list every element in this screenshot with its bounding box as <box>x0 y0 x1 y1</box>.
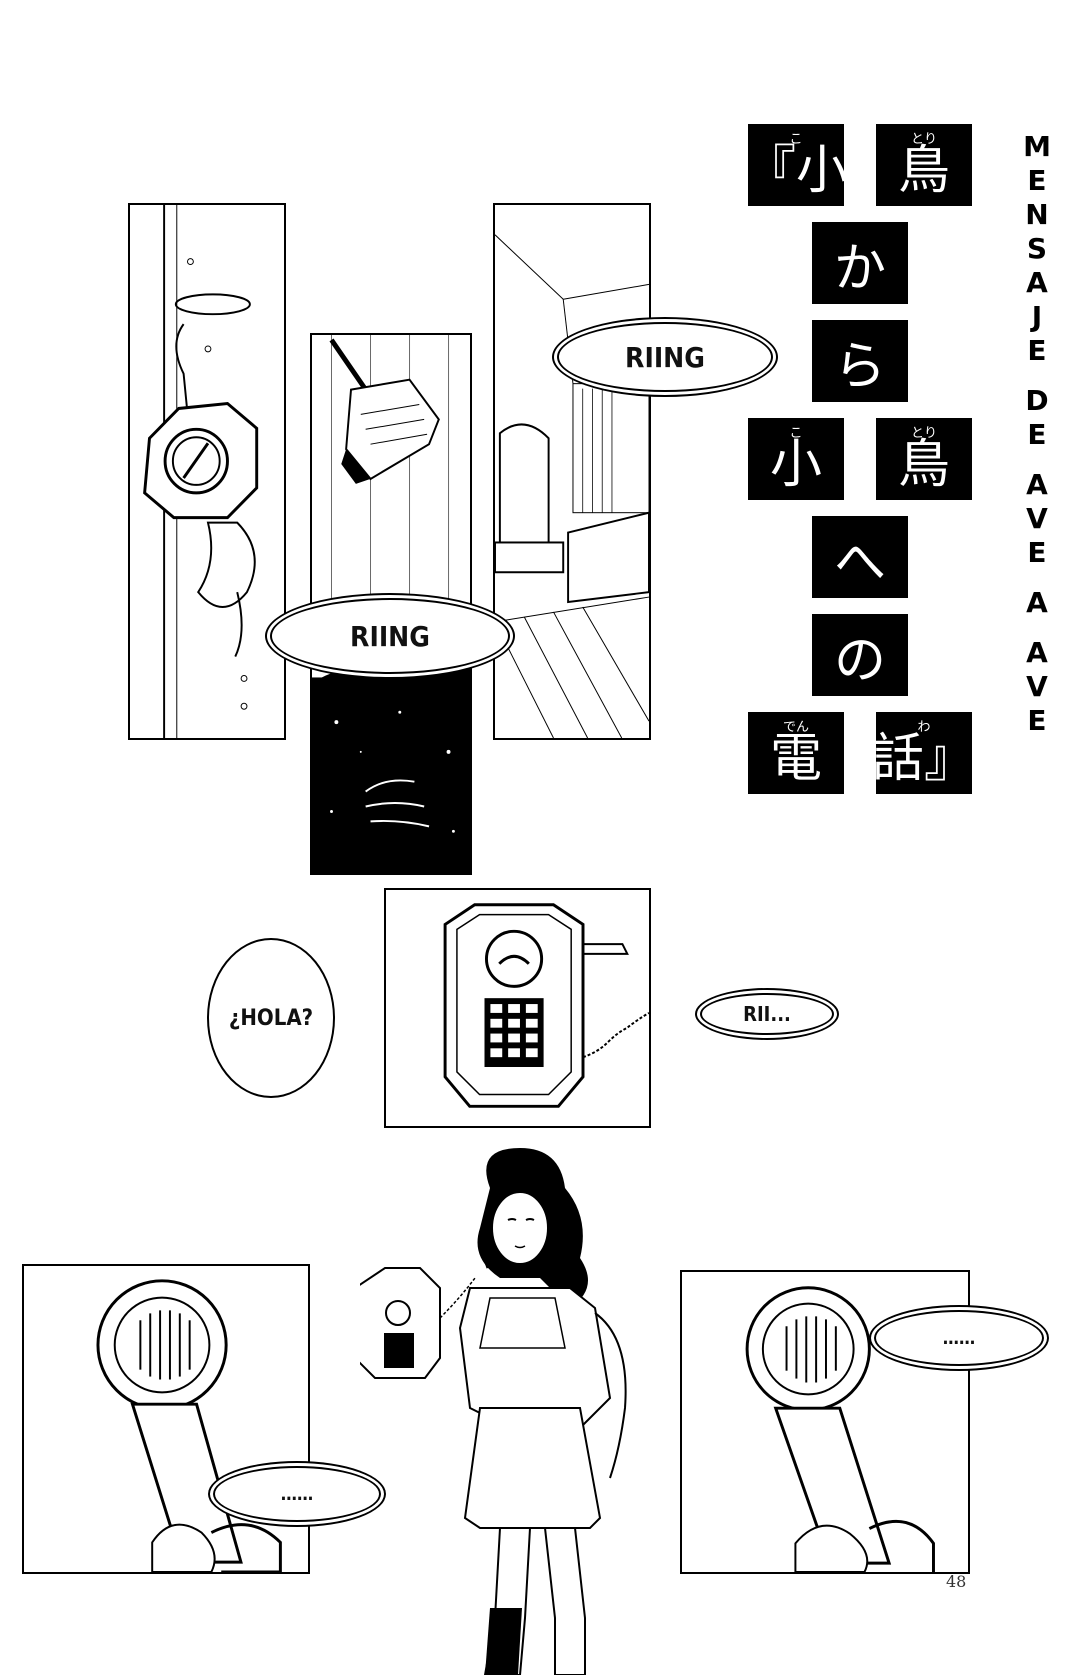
title-char-box: でん 電 <box>748 712 844 794</box>
title-letter: E <box>1027 334 1047 367</box>
title-letter: N <box>1025 198 1049 231</box>
title-char-box: とり 鳥 <box>876 418 972 500</box>
title-char-box: わ 話』 <box>872 712 976 794</box>
title-letter: M <box>1023 130 1051 163</box>
panel-antique-phone <box>384 888 651 1128</box>
title-letter: A <box>1026 468 1048 501</box>
title-char-box: ら <box>812 320 908 402</box>
title-letter: S <box>1026 232 1048 265</box>
spanish-chapter-title: MENSAJEMENSAJEDEDEAVEAVEAAAVEAVE <box>1018 130 1056 754</box>
sfx-riing-bubble-mid: RIING <box>270 598 510 674</box>
title-letter: V <box>1026 502 1048 535</box>
title-letter: E <box>1027 704 1047 737</box>
woman-on-phone-illustration <box>354 1148 680 1676</box>
title-char-box: こ 『小 <box>744 124 848 206</box>
sfx-riing-bubble-top: RIING <box>557 322 773 392</box>
title-word: AVEAVE <box>1026 636 1048 738</box>
panel-door-knob <box>128 203 286 740</box>
title-letter: A <box>1026 636 1048 669</box>
title-letter: E <box>1027 536 1047 569</box>
speech-bubble-hola: ¿HOLA? <box>207 938 335 1098</box>
speech-bubble-dots-right: …… <box>874 1310 1044 1366</box>
title-char-box: こ 小 <box>748 418 844 500</box>
panel-bedroom <box>493 203 651 740</box>
title-char-box: か <box>812 222 908 304</box>
title-letter: E <box>1027 164 1047 197</box>
title-letter: J <box>1031 300 1043 333</box>
title-letter: D <box>1025 384 1049 417</box>
title-char-box: へ <box>812 516 908 598</box>
title-letter: A <box>1026 586 1048 619</box>
title-char-box: の <box>812 614 908 696</box>
japanese-chapter-title: こ 『小 とり 鳥 か ら こ 小 とり 鳥 へ の でん 電 わ 話』 <box>744 124 988 804</box>
title-letter: V <box>1026 670 1048 703</box>
sfx-rii-bubble: RII... <box>700 993 834 1035</box>
title-char-box: とり 鳥 <box>876 124 972 206</box>
title-letter: A <box>1026 266 1048 299</box>
panel-handset-left <box>22 1264 310 1574</box>
speech-bubble-dots-left: …… <box>213 1466 381 1522</box>
title-word: DEDE <box>1025 384 1048 452</box>
title-word: MENSAJEMENSAJE <box>1023 130 1051 368</box>
title-word: AVEAVE <box>1026 468 1048 570</box>
title-letter: E <box>1027 418 1047 451</box>
page-number: 48 <box>946 1572 967 1591</box>
title-word: AA <box>1026 586 1048 620</box>
